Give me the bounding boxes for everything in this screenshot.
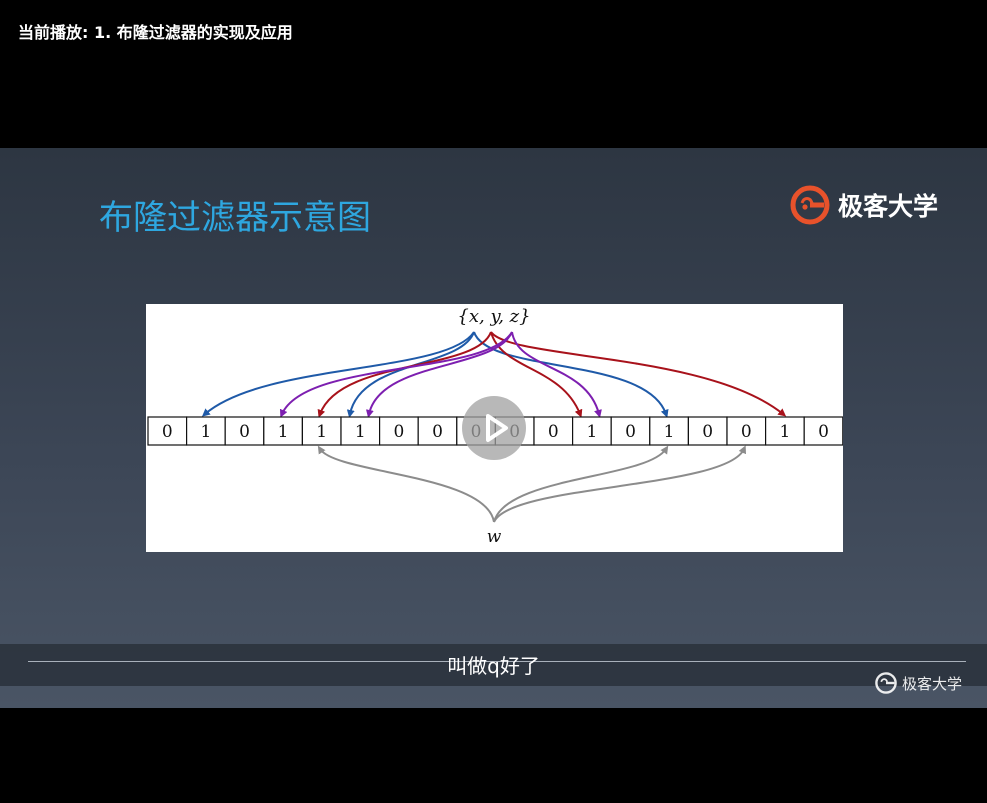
- bloom-filter-diagram: {x, y, z} 010111000001010010 w: [146, 304, 844, 552]
- bit-cell: [533, 416, 574, 446]
- bit-value: 0: [432, 422, 443, 442]
- bit-value: 1: [200, 422, 211, 442]
- bit-value: 1: [586, 422, 597, 442]
- bit-value: 0: [741, 422, 752, 442]
- brand-name: 极客大学: [838, 192, 939, 221]
- watermark-logo-icon: [875, 672, 897, 694]
- arrow-y-3: [490, 331, 787, 417]
- bit-value: 0: [239, 422, 250, 442]
- bit-cell: [726, 416, 767, 446]
- caption-text: 叫做q好了: [447, 654, 540, 678]
- slide-title: 布隆过滤器示意图: [99, 198, 371, 238]
- bit-cell: [340, 416, 381, 446]
- video-player[interactable]: 布隆过滤器示意图 极客大学: [0, 148, 987, 708]
- bit-value: 0: [162, 422, 173, 442]
- now-playing-title: 当前播放: 1. 布隆过滤器的实现及应用: [18, 23, 293, 42]
- set-label: {x, y, z}: [457, 306, 530, 327]
- bit-array: 010111000001010010: [147, 416, 844, 446]
- play-button[interactable]: [462, 396, 526, 460]
- arrow-w-1: [317, 445, 495, 523]
- bit-value: 1: [664, 422, 675, 442]
- bit-value: 0: [625, 422, 636, 442]
- arrow-z-1: [279, 331, 513, 418]
- bit-value: 1: [278, 422, 289, 442]
- arrow-w-2: [493, 445, 669, 523]
- bit-cell: [417, 416, 458, 446]
- bit-cell: [379, 416, 419, 446]
- arrow-x-2: [346, 331, 475, 418]
- geek-logo-icon: [790, 185, 830, 225]
- progress-bar[interactable]: [28, 661, 966, 662]
- arrow-z-3: [511, 331, 602, 418]
- diagram-svg: {x, y, z} 010111000001010010 w: [147, 306, 844, 547]
- bit-cell: [764, 416, 805, 446]
- top-bar: 当前播放: 1. 布隆过滤器的实现及应用: [0, 0, 987, 148]
- bit-value: 1: [355, 422, 366, 442]
- arrow-z-2: [365, 331, 513, 418]
- bit-cell: [224, 416, 265, 446]
- query-label: w: [487, 527, 502, 547]
- arrow-y-2: [490, 331, 583, 418]
- brand-logo: 极客大学: [790, 184, 938, 226]
- bit-cell: [687, 416, 728, 446]
- bit-cell: [301, 416, 342, 446]
- bit-value: 1: [316, 422, 327, 442]
- watermark: 极客大学: [874, 671, 962, 695]
- play-icon: [486, 414, 508, 442]
- subtitle-bar: [0, 644, 987, 686]
- bit-value: 0: [548, 422, 559, 442]
- arrow-w-3: [493, 445, 746, 523]
- bit-value: 1: [779, 422, 790, 442]
- bit-value: 0: [702, 422, 713, 442]
- bit-value: 0: [818, 422, 829, 442]
- arrow-x-1: [201, 331, 475, 417]
- bit-cell: [803, 416, 844, 446]
- bit-cell: [147, 416, 188, 446]
- bit-value: 0: [393, 422, 404, 442]
- watermark-text: 极客大学: [902, 674, 963, 693]
- bit-cell: [572, 416, 612, 446]
- arrow-x-3: [473, 331, 669, 418]
- bottom-letterbox: [0, 708, 987, 803]
